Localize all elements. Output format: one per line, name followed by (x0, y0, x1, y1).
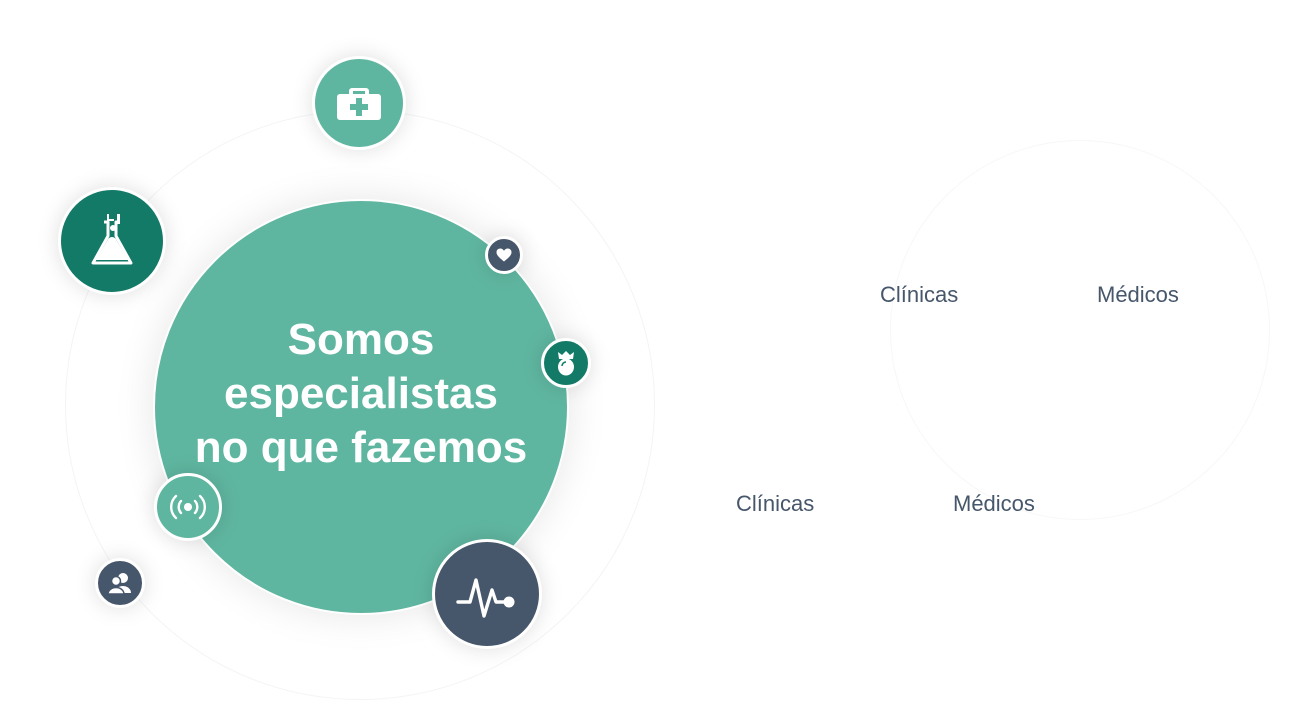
lab-flask-icon (91, 214, 133, 265)
label-clinicas-bottom[interactable]: Clínicas (736, 491, 815, 516)
broadcast-icon (170, 494, 206, 520)
medical-kit-icon (337, 88, 381, 120)
heartbeat-bubble[interactable] (432, 539, 542, 649)
lab-flask-bubble[interactable] (58, 187, 166, 295)
medical-kit-bubble[interactable] (312, 56, 406, 150)
tooth-bubble[interactable] (541, 338, 591, 388)
label-medicos-bottom[interactable]: Médicos (953, 491, 1035, 516)
label-clinicas-top[interactable]: Clínicas (880, 282, 959, 307)
orbit-ring-right (890, 140, 1270, 520)
hero-title: Somos especialistas no que fazemos (194, 315, 528, 472)
label-medicos-top[interactable]: Médicos (1097, 282, 1179, 307)
heart-bubble[interactable] (485, 236, 523, 274)
broadcast-bubble[interactable] (154, 473, 222, 541)
heartbeat-icon (456, 578, 515, 618)
tooth-icon (558, 351, 574, 376)
users-icon (107, 573, 131, 595)
heart-icon (496, 248, 512, 262)
users-bubble[interactable] (95, 558, 145, 608)
